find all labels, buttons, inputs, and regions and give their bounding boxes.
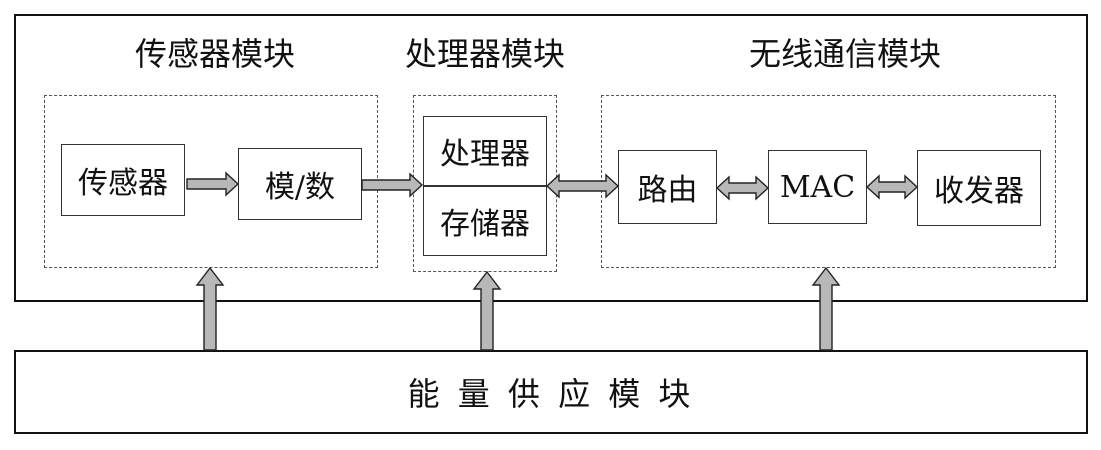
processor-box: 处理器 — [423, 116, 547, 186]
adc-box: 模/数 — [238, 148, 362, 220]
arrow-power-to-sensor — [195, 266, 225, 351]
sensor-box: 传感器 — [61, 144, 185, 216]
arrow-sensor-to-adc — [186, 171, 240, 197]
arrow-power-to-wireless — [811, 266, 841, 351]
arrow-routing-mac — [715, 175, 770, 201]
wireless-module-title: 无线通信模块 — [748, 35, 941, 73]
arrow-power-to-processor — [472, 270, 502, 351]
processor-module-title: 处理器模块 — [404, 35, 565, 73]
power-supply-box: 能 量 供 应 模 块 — [14, 350, 1088, 434]
mac-box: MAC — [768, 150, 867, 224]
sensor-module-title: 传感器模块 — [134, 35, 295, 73]
storage-box: 存储器 — [423, 186, 547, 256]
sensor-node-frame — [14, 14, 1088, 302]
arrow-processor-routing — [545, 173, 620, 199]
transceiver-box: 收发器 — [917, 150, 1041, 226]
routing-box: 路由 — [618, 150, 717, 224]
arrow-mac-transceiver — [865, 174, 919, 200]
arrow-adc-to-processor — [361, 172, 424, 198]
